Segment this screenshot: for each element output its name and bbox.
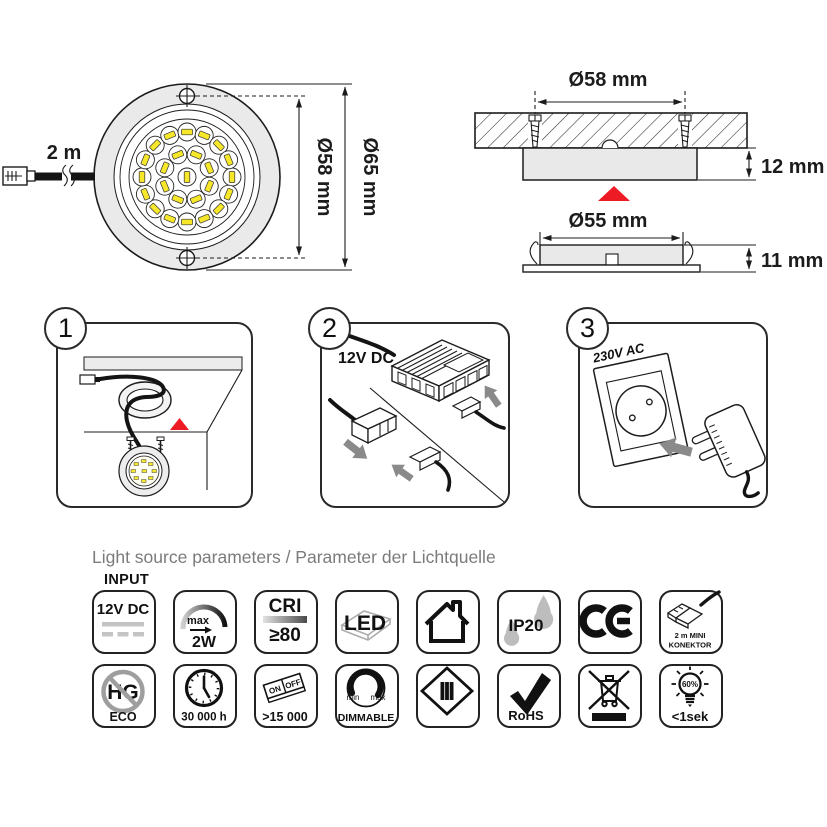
led-icon: LED (335, 590, 399, 654)
step-panel-1: 1 (44, 307, 253, 508)
icon-row-1: 12V DC max 2W (92, 590, 723, 654)
max-label2: max (371, 693, 386, 702)
step-3-illustration: 230V AC (591, 340, 766, 499)
led-array (132, 122, 242, 232)
cycles-value: >15 000 (263, 710, 309, 724)
ce-mark-icon (578, 590, 642, 654)
max-power-icon: max 2W (173, 590, 237, 654)
recessed-body (522, 241, 701, 273)
cri-value: ≥80 (270, 625, 302, 646)
insert-arrow (598, 186, 630, 201)
wall-socket: 230V AC (591, 340, 689, 468)
fast-start-icon: 60% <1sek (659, 664, 723, 728)
lifetime-icon: 30 000 h (173, 664, 237, 728)
power-value: 2W (192, 634, 217, 651)
plug-in-arrow (659, 437, 693, 458)
lamp-face-small (118, 445, 170, 497)
percent-label: 60% (682, 680, 698, 689)
input-label: INPUT (104, 572, 149, 588)
height-12-label: 12 mm (761, 156, 824, 178)
cri-icon: CRI ≥80 (254, 590, 318, 654)
connector-pair (328, 398, 452, 492)
step-2-illustration: 12V DC (328, 329, 506, 503)
ip-label: IP20 (509, 616, 544, 635)
rocker-switch-icon: ON OFF (262, 672, 307, 704)
distributor-box (390, 339, 491, 403)
rays-icon (671, 666, 709, 698)
supply-cable (2, 164, 95, 187)
dimmable-label: DIMMABLE (338, 712, 395, 724)
check-icon (510, 673, 552, 716)
switch-cycles-icon: ON OFF >15 000 (254, 664, 318, 728)
water-drops-icon (504, 595, 554, 647)
rohs-icon: RoHS (497, 664, 561, 728)
front-view-drawing: 2 m Ø58 mm Ø65 mm (2, 83, 381, 271)
lifetime-value: 30 000 h (182, 712, 227, 724)
cri-label: CRI (269, 596, 302, 617)
on-label: ON (268, 684, 282, 696)
indoor-use-icon (416, 590, 480, 654)
step-panel-3: 3 230V AC (566, 307, 768, 508)
connector-line2: KONEKTOR (669, 641, 712, 650)
led-label: LED (344, 612, 386, 635)
height-11-label: 11 mm (761, 250, 823, 272)
surface-body (522, 147, 698, 181)
eco-label: ECO (110, 710, 137, 724)
step-1-illustration (79, 356, 243, 497)
insert-arrow-small (170, 418, 189, 430)
screw-small-right (156, 436, 165, 453)
class-iii-icon (416, 664, 480, 728)
power-adapter (691, 404, 766, 499)
no-mercury-icon: HG ECO (92, 664, 156, 728)
dim-65-label: Ø65 mm (359, 138, 381, 217)
mount-screw-right (678, 114, 692, 148)
step-1-number: 1 (44, 307, 87, 350)
step-panel-2: 2 12V DC (308, 307, 510, 508)
fast-start-value: <1sek (672, 709, 709, 724)
mount-view-drawing: Ø58 mm 12 mm (474, 69, 824, 273)
icon-row-2: HG ECO 30 000 h ON (92, 664, 723, 728)
screw-mark-top (176, 85, 198, 107)
min-label: min (347, 693, 360, 702)
mini-connector-icon: 2 m MINI KONEKTOR (659, 590, 723, 654)
weee-bin-icon (578, 664, 642, 728)
dc-input-icon: 12V DC (92, 590, 156, 654)
dimmable-icon: min max DIMMABLE (335, 664, 399, 728)
max-label: max (187, 615, 210, 627)
cable-length-label: 2 m (47, 142, 81, 164)
plug-right (451, 385, 506, 430)
connector-line1: 2 m MINI (675, 631, 706, 640)
dim-58-label: Ø58 mm (313, 138, 335, 217)
parameters-heading: Light source parameters / Parameter der … (92, 547, 496, 567)
screw-mark-bottom (176, 247, 198, 269)
step-2-number: 2 (308, 307, 351, 350)
rohs-label: RoHS (509, 708, 545, 723)
dim-55-label: Ø55 mm (569, 210, 648, 232)
step-2-voltage-label: 12V DC (338, 350, 394, 367)
step-3-number: 3 (566, 307, 609, 350)
dim-holes-label: Ø58 mm (569, 69, 648, 91)
ip-rating-icon: IP20 (497, 590, 561, 654)
dim-58 (196, 95, 306, 259)
dim-65 (206, 83, 352, 271)
mount-screw-left (528, 114, 542, 148)
dc-input-label: 12V DC (97, 601, 150, 618)
